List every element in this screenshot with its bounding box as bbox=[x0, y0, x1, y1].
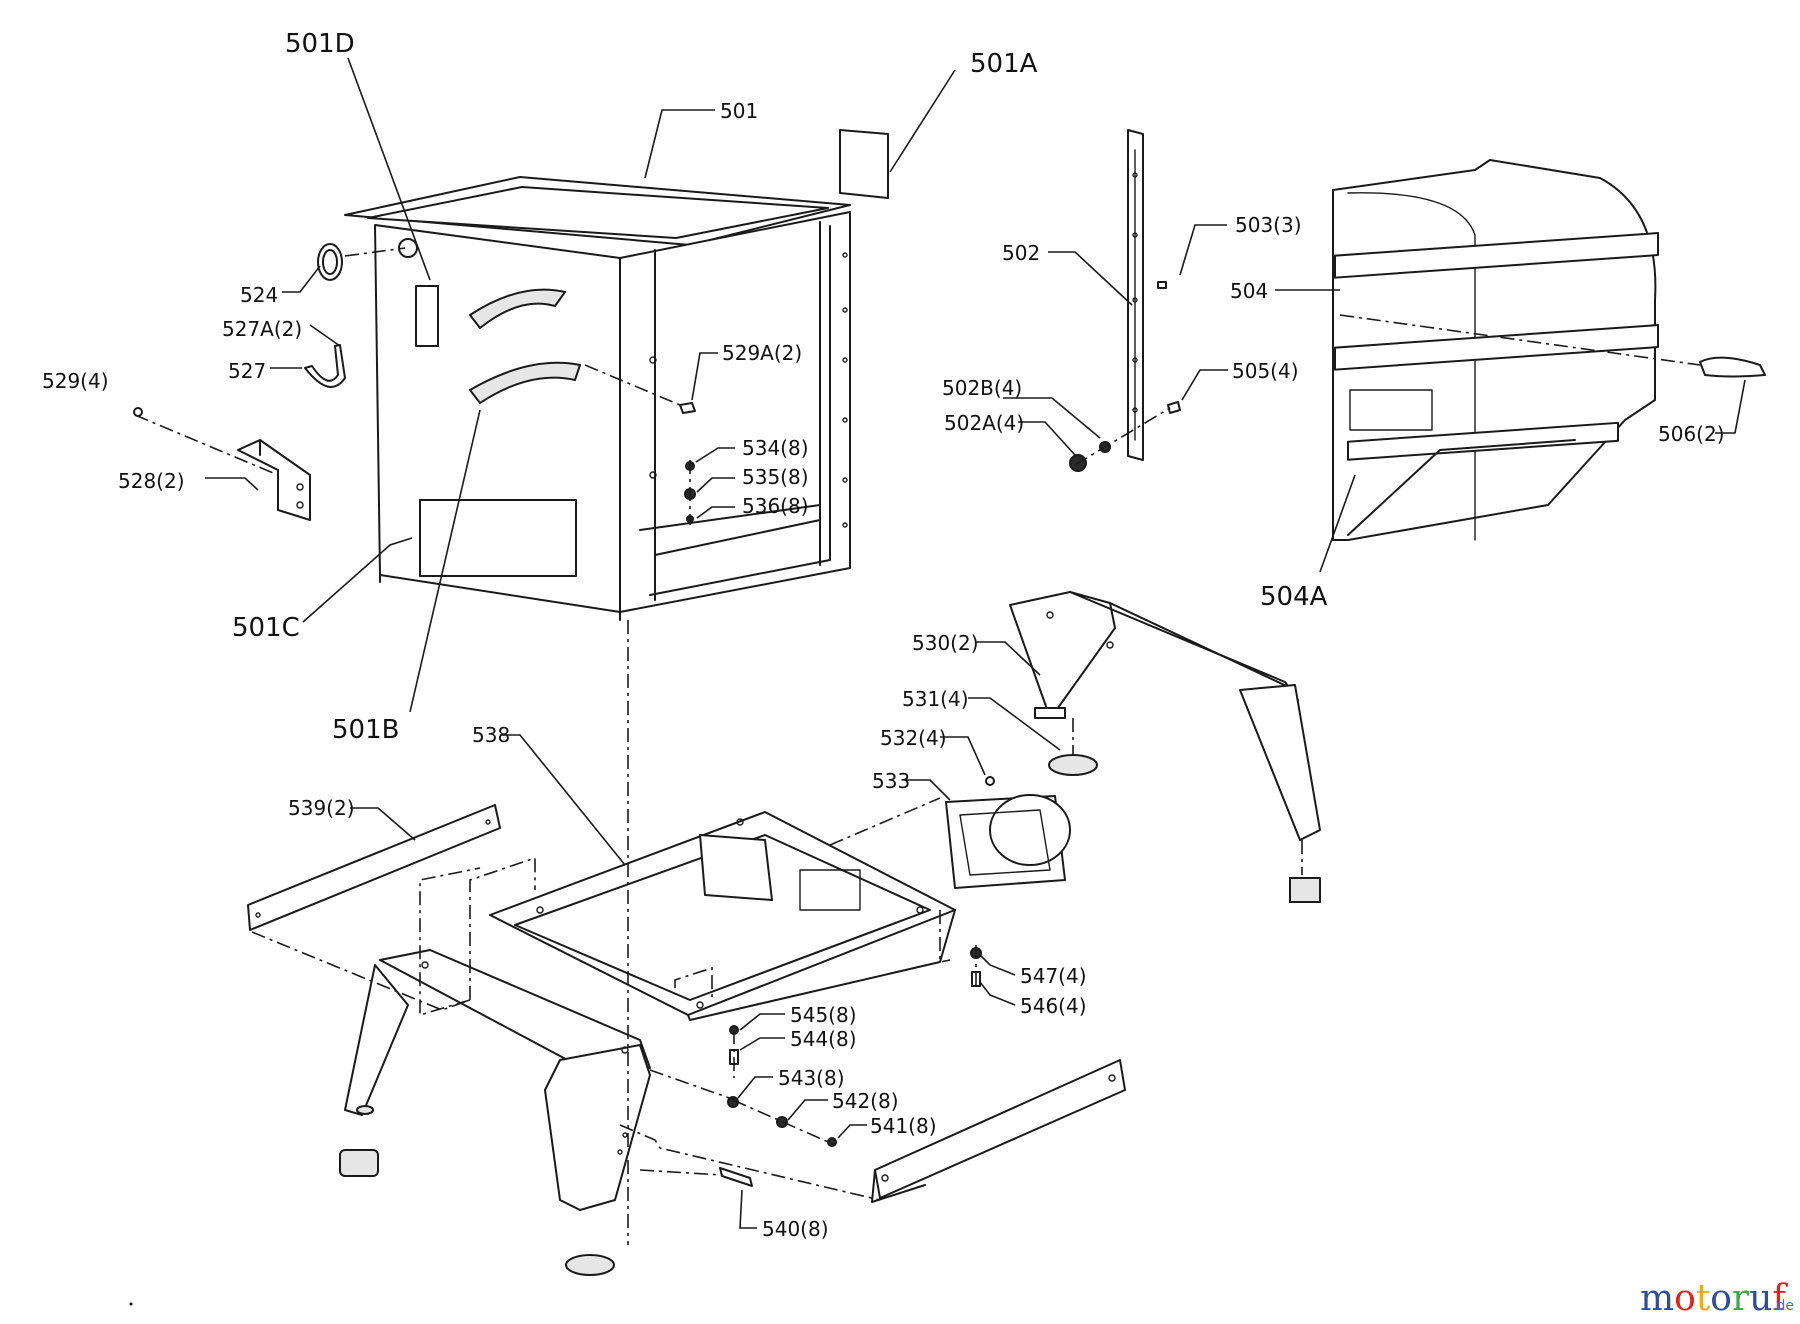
screw-532 bbox=[985, 776, 995, 786]
label-533: 533 bbox=[872, 769, 910, 793]
label-504: 504 bbox=[1230, 279, 1268, 303]
latch-506 bbox=[1699, 356, 1766, 378]
label-535: 535(8) bbox=[742, 465, 809, 489]
hook-527 bbox=[304, 344, 346, 388]
foot-pad-front bbox=[565, 1254, 615, 1276]
label-506: 506(2) bbox=[1658, 422, 1725, 446]
label-501: 501 bbox=[720, 99, 758, 123]
label-528: 528(2) bbox=[118, 469, 185, 493]
label-532: 532(4) bbox=[880, 726, 947, 750]
label-531: 531(4) bbox=[902, 687, 969, 711]
label-541: 541(8) bbox=[870, 1114, 937, 1138]
label-527a: 527A(2) bbox=[222, 317, 302, 341]
label-504a: 504A bbox=[1260, 582, 1328, 612]
label-502a: 502A(4) bbox=[944, 411, 1024, 435]
label-501d: 501D bbox=[285, 29, 355, 59]
screw-529a bbox=[679, 402, 696, 414]
label-540: 540(8) bbox=[762, 1217, 829, 1241]
screw-503 bbox=[1157, 281, 1167, 289]
cabinet-501 bbox=[344, 176, 851, 621]
label-502b: 502B(4) bbox=[942, 376, 1022, 400]
label-529a: 529A(2) bbox=[722, 341, 802, 365]
assembly-lines bbox=[134, 247, 1701, 1245]
dust-bin-504 bbox=[1332, 159, 1659, 541]
label-503: 503(3) bbox=[1235, 213, 1302, 237]
label-501c: 501C bbox=[232, 613, 300, 643]
label-527: 527 bbox=[228, 359, 266, 383]
leader-lines bbox=[205, 57, 1746, 1229]
label-547: 547(4) bbox=[1020, 964, 1087, 988]
leg-530 bbox=[1009, 591, 1321, 841]
label-544: 544(8) bbox=[790, 1027, 857, 1051]
label-501b: 501B bbox=[332, 715, 399, 745]
label-538: 538 bbox=[472, 723, 510, 747]
screw-540 bbox=[719, 1167, 753, 1187]
screw-505 bbox=[1167, 401, 1181, 414]
label-524: 524 bbox=[240, 283, 278, 307]
rail-541 bbox=[871, 1059, 1126, 1203]
label-546: 546(4) bbox=[1020, 994, 1087, 1018]
base-frame-538 bbox=[489, 811, 956, 1021]
stand-leg-front bbox=[344, 949, 651, 1211]
label-536: 536(8) bbox=[742, 494, 809, 518]
part-labels: 501D 501 501A 524 527A(2) 527 529(4) 528… bbox=[42, 29, 1725, 1241]
watermark-brand: motoruf bbox=[1640, 1278, 1788, 1319]
dust-port-533 bbox=[945, 794, 1071, 889]
washer-542 bbox=[776, 1116, 788, 1128]
foot-pad-530 bbox=[1289, 877, 1321, 903]
watermark-suffix: .de bbox=[1772, 1298, 1794, 1314]
foot-pad-left bbox=[339, 1149, 379, 1177]
label-505: 505(4) bbox=[1232, 359, 1299, 383]
label-530: 530(2) bbox=[912, 631, 979, 655]
rail-539 bbox=[247, 804, 501, 931]
label-545: 545(8) bbox=[790, 1003, 857, 1027]
watermark-logo: motoruf .de bbox=[1640, 1278, 1794, 1319]
label-502: 502 bbox=[1002, 241, 1040, 265]
label-542: 542(8) bbox=[832, 1089, 899, 1113]
stray-dot bbox=[129, 1302, 133, 1306]
label-501a bbox=[839, 129, 889, 199]
label-529: 529(4) bbox=[42, 369, 109, 393]
bracket-528 bbox=[237, 439, 311, 521]
label-539: 539(2) bbox=[288, 796, 355, 820]
rail-502 bbox=[1127, 129, 1144, 461]
label-534: 534(8) bbox=[742, 436, 809, 460]
foot-531 bbox=[1048, 754, 1098, 776]
label-501a: 501A bbox=[970, 49, 1038, 79]
grommet-524 bbox=[317, 243, 343, 281]
label-543: 543(8) bbox=[778, 1066, 845, 1090]
